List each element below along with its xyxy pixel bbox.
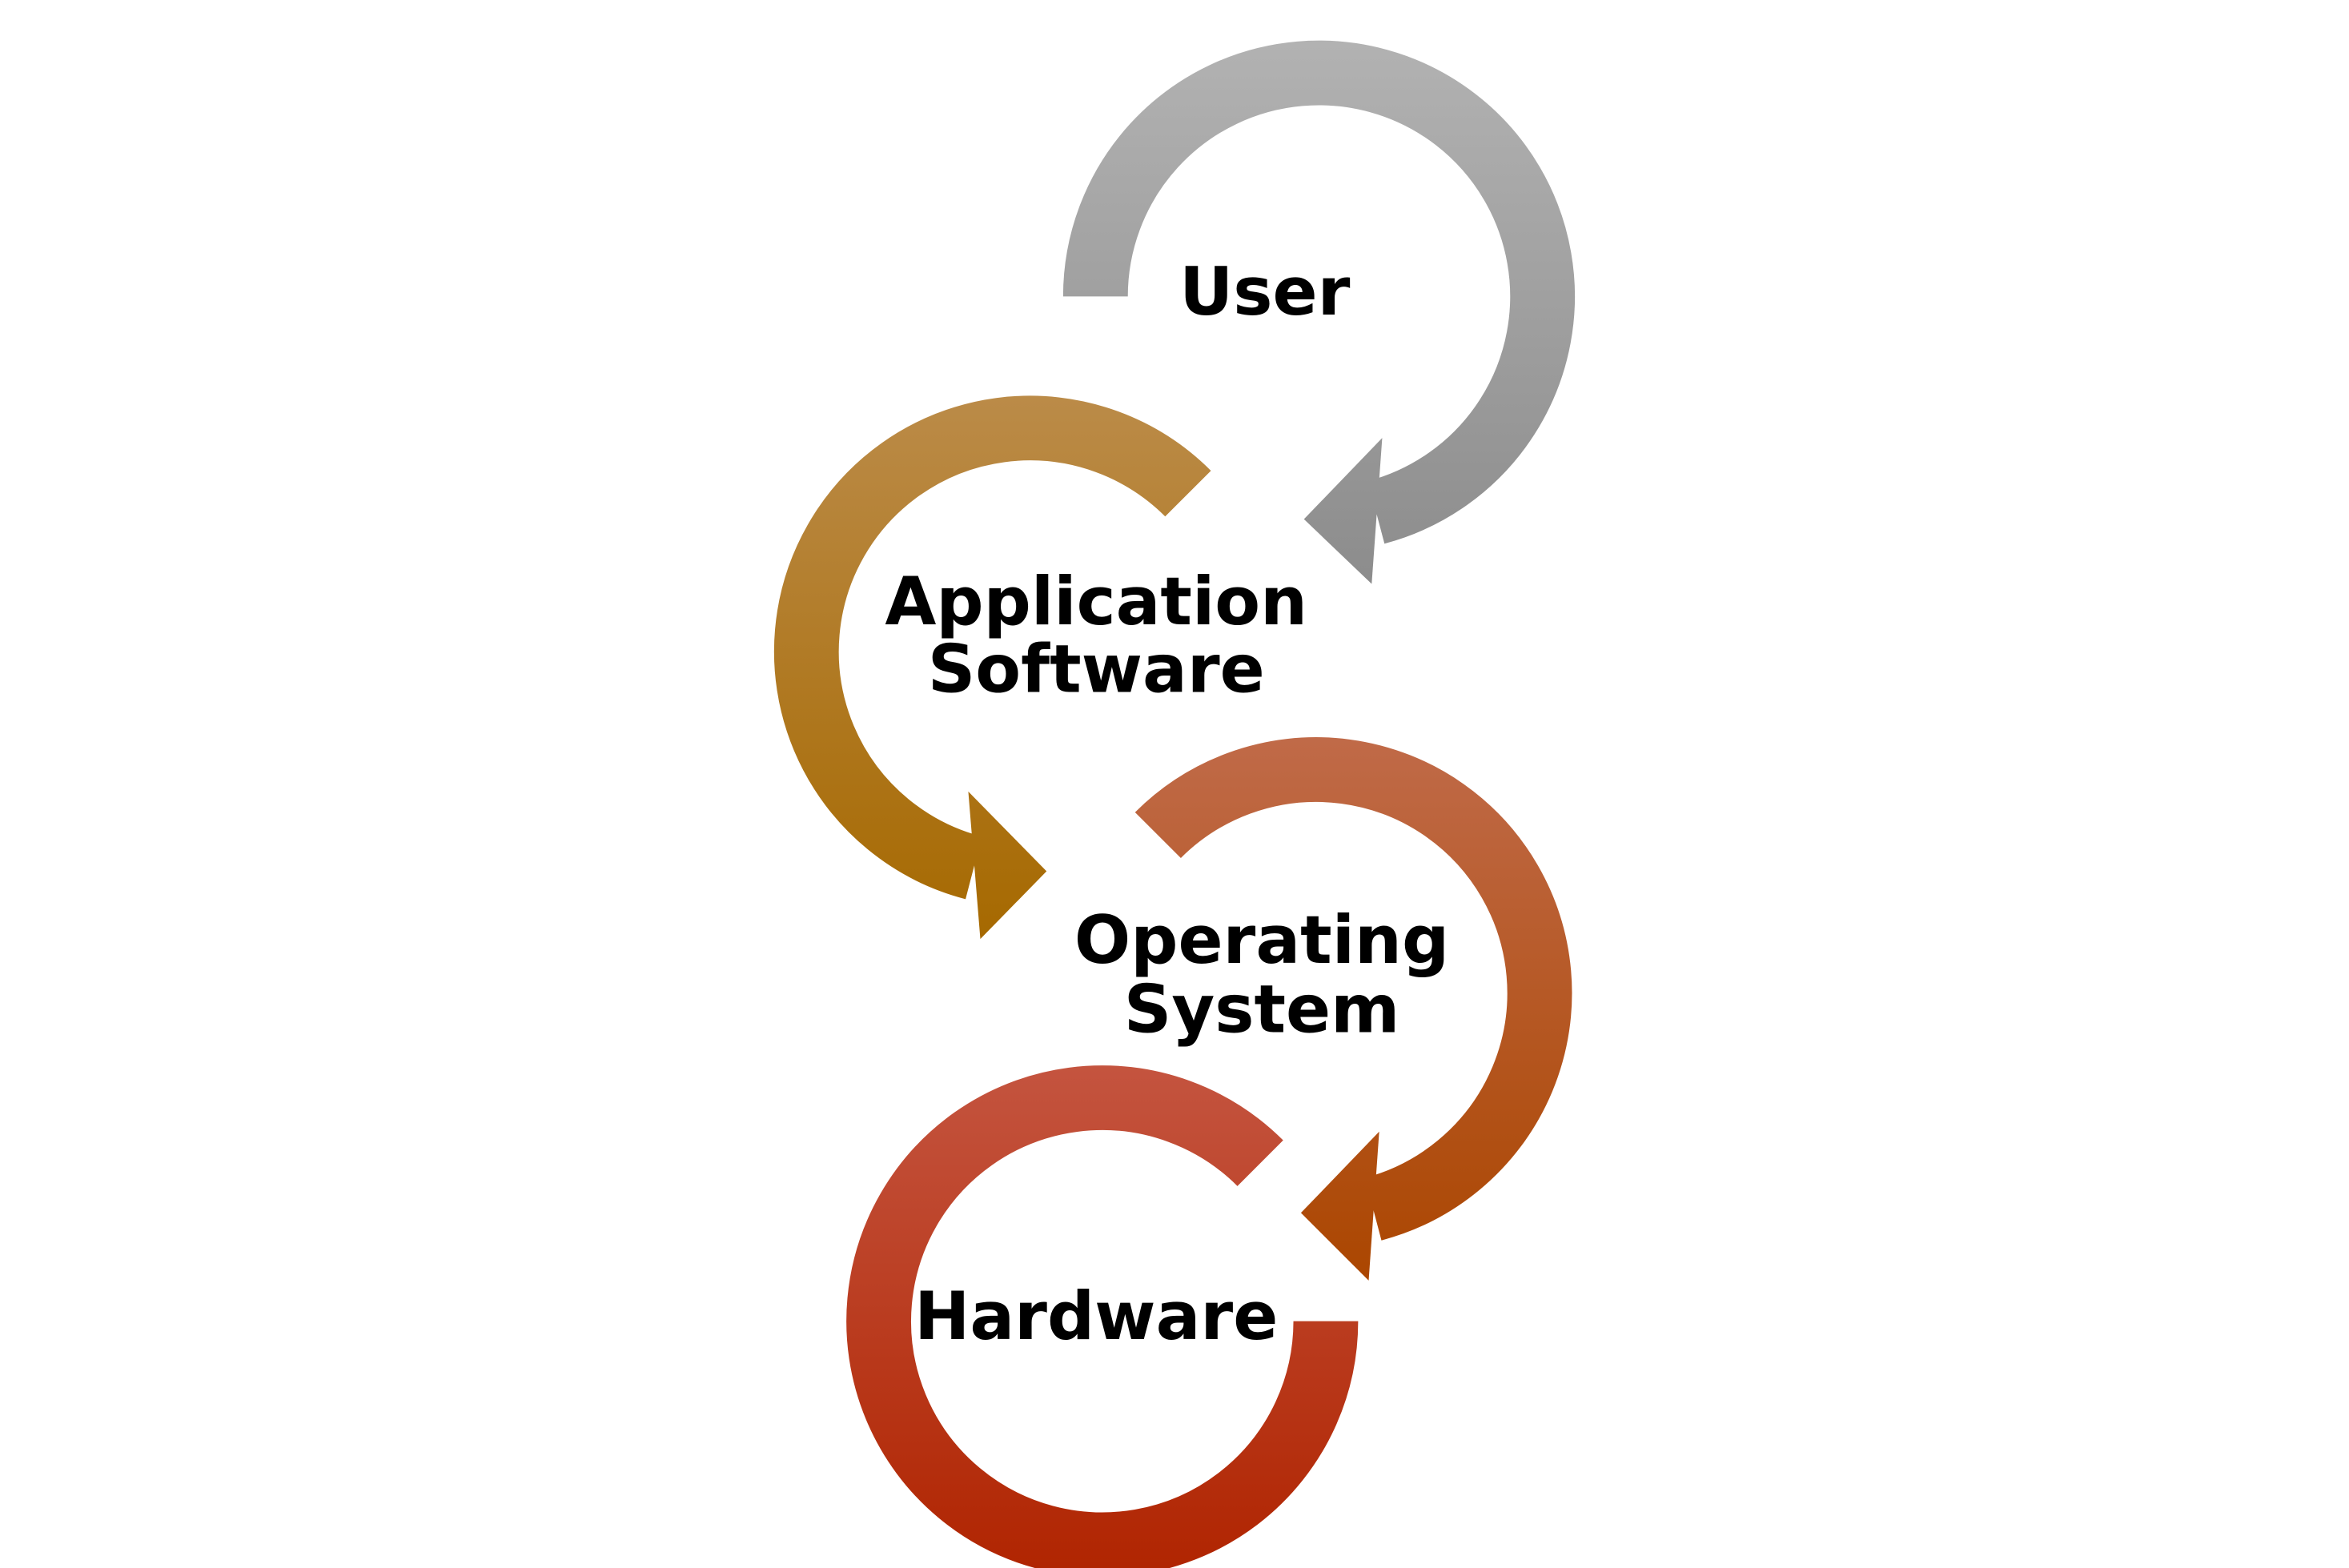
stage-operating-system: Operating System xyxy=(1074,737,1572,1281)
stage-label-application-line2: Software xyxy=(928,631,1265,708)
application-cycle-arrow xyxy=(773,395,1211,900)
stage-label-application-line1: Application xyxy=(885,563,1307,640)
stage-user: User xyxy=(1062,40,1576,584)
stage-label-os-line2: System xyxy=(1124,971,1400,1049)
stage-label-user: User xyxy=(1179,253,1351,331)
user-arrowhead xyxy=(1303,438,1383,584)
os-cycle-arrow xyxy=(1134,737,1572,1241)
os-arrowhead xyxy=(1300,1131,1379,1281)
stage-label-os-line1: Operating xyxy=(1074,901,1449,979)
application-arrowhead xyxy=(968,791,1047,940)
hardware-cycle-ring xyxy=(846,1065,1359,1568)
stage-application-software: Application Software xyxy=(773,395,1307,940)
user-cycle-arrow xyxy=(1062,40,1576,544)
stage-hardware: Hardware xyxy=(846,1065,1359,1568)
stage-label-hardware: Hardware xyxy=(914,1277,1278,1355)
